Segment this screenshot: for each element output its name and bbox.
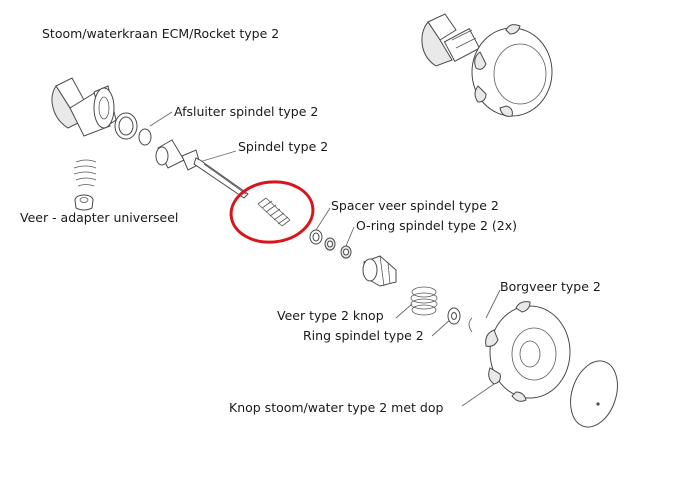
diagram-title: Stoom/waterkraan ECM/Rocket type 2 [42,26,280,41]
label-spindel: Spindel type 2 [238,139,329,154]
veer-adapter-parts [73,159,97,211]
knob-spring [410,286,438,316]
ring-borgveer [447,307,473,333]
leader-lines [149,111,501,407]
label-afsluiter-spindel: Afsluiter spindel type 2 [174,104,319,119]
highlight-circle [229,180,315,244]
label-spacer: Spacer veer spindel type 2 [331,198,499,213]
valve-body [51,77,117,137]
label-oring: O-ring spindel type 2 (2x) [356,218,517,233]
highlighted-spring [229,180,315,244]
cap-disc [570,360,618,428]
label-veer-adapter: Veer - adapter universeel [20,210,179,225]
label-veer-knop: Veer type 2 knop [277,308,384,323]
knob [485,301,571,402]
afsluiter-washers [114,112,152,146]
label-ring-spindel: Ring spindel type 2 [303,328,424,343]
assembled-tap [421,13,553,117]
label-knop: Knop stoom/water type 2 met dop [229,400,444,415]
spacer-orings [309,229,352,259]
spindle [155,139,249,199]
label-borgveer: Borgveer type 2 [500,279,601,294]
bushing-nut [362,255,397,287]
